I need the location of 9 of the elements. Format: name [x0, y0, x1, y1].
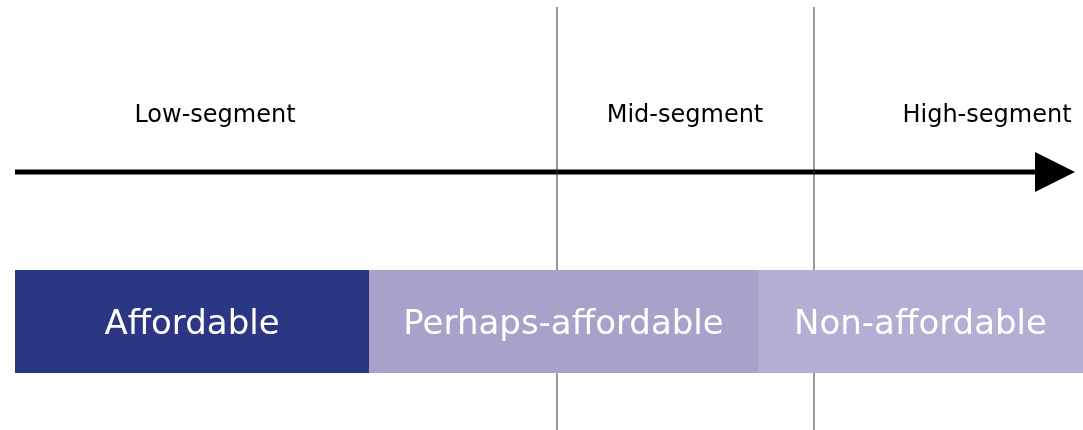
- segment-label: Low-segment: [134, 100, 296, 128]
- segment-bar: [15, 270, 369, 373]
- segment-bar: [758, 270, 1083, 373]
- segment-bar: [369, 270, 758, 373]
- bar-label: Affordable: [104, 301, 280, 342]
- bar-label: Non-affordable: [794, 301, 1047, 342]
- segment-label: High-segment: [902, 100, 1072, 128]
- segment-label: Mid-segment: [606, 100, 764, 128]
- bar-label: Perhaps-affordable: [403, 301, 724, 342]
